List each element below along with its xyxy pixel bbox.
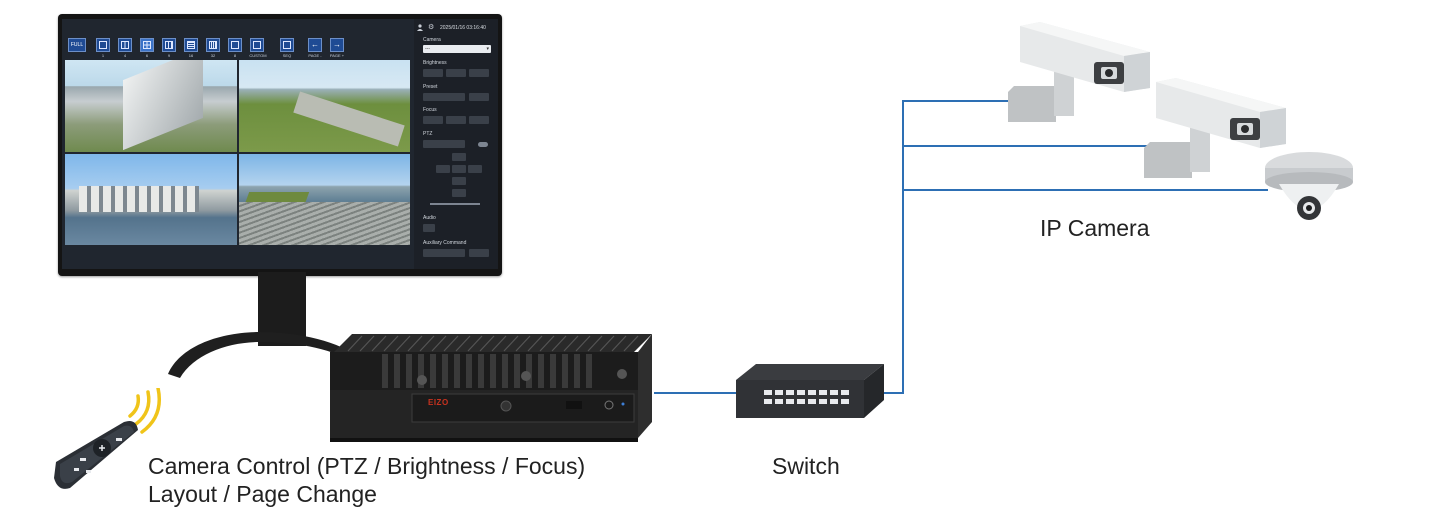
layout-4-label: 4 (123, 53, 127, 58)
layout-8-button[interactable] (228, 38, 242, 52)
layout-1-button[interactable] (96, 38, 110, 52)
aux-command-select[interactable] (423, 249, 465, 257)
bullet-camera-2 (1144, 78, 1286, 178)
zoom-slider[interactable] (430, 203, 480, 205)
layout-toolbar: FULL 1 4 6 9 16 32 8 CUSTOM SEQ ← PAGE -… (62, 19, 412, 59)
layout-8-label: 8 (233, 53, 237, 58)
brightness-minus-button[interactable] (423, 69, 443, 77)
camera-view-1[interactable] (65, 60, 237, 152)
gear-icon[interactable]: ⚙ (428, 24, 435, 31)
camera-select[interactable]: --- ▾ (423, 45, 491, 53)
page-prev-label: PAGE - (308, 53, 322, 58)
building-wall (123, 60, 203, 151)
dome-camera (1265, 152, 1353, 220)
aux-command-label: Auxiliary Command (423, 240, 467, 246)
ptz-zoom-button[interactable] (452, 189, 466, 197)
ptz-right-button[interactable] (468, 165, 482, 173)
ptz-up-button[interactable] (452, 153, 466, 161)
full-screen-button[interactable]: FULL (68, 38, 86, 52)
brightness-plus-button[interactable] (469, 69, 489, 77)
layout-32-label: 32 (210, 53, 216, 58)
remote-control (54, 388, 161, 489)
audio-label: Audio (423, 215, 436, 221)
user-icon (417, 24, 423, 31)
arrow-right-icon: → (333, 40, 341, 49)
ptz-speed-select[interactable] (423, 140, 465, 148)
camera-view-2[interactable] (238, 60, 410, 152)
speaker-icon[interactable] (423, 224, 435, 232)
ptz-toggle[interactable] (478, 142, 488, 147)
control-functions-line2: Layout / Page Change (148, 481, 377, 507)
layout-6-button[interactable] (140, 38, 154, 52)
ptz-label: PTZ (423, 131, 433, 137)
focus-auto-button[interactable] (446, 116, 466, 124)
page-next-button[interactable]: → (330, 38, 344, 52)
embankment-steps (238, 201, 410, 245)
control-functions-line1: Camera Control (PTZ / Brightness / Focus… (148, 453, 586, 479)
monitor-stand-base (168, 332, 360, 378)
layout-custom-icon (253, 41, 261, 49)
ptz-left-button[interactable] (436, 165, 450, 173)
layout-32-icon (209, 41, 217, 49)
layout-9-button[interactable] (162, 38, 176, 52)
sequence-icon (283, 41, 291, 49)
layout-1-icon (99, 41, 107, 49)
camera-select-value: --- (425, 46, 430, 52)
walkway (292, 91, 405, 147)
layout-8-icon (231, 41, 239, 49)
brightness-reset-button[interactable] (446, 69, 466, 77)
layout-16-label: 16 (188, 53, 194, 58)
eizo-logo: EIZO (428, 398, 449, 407)
monitor-screen: FULL 1 4 6 9 16 32 8 CUSTOM SEQ ← PAGE -… (62, 19, 498, 269)
layout-9-icon (165, 41, 173, 49)
cable-switch-to-camera-1 (884, 100, 1012, 394)
network-switch (736, 364, 884, 418)
focus-far-button[interactable] (469, 116, 489, 124)
layout-32-button[interactable] (206, 38, 220, 52)
layout-4-button[interactable] (118, 38, 132, 52)
signal-waves-icon (128, 388, 161, 434)
bullet-camera-1 (1008, 22, 1150, 122)
focus-label: Focus (423, 107, 437, 113)
camera-view-4[interactable] (238, 153, 410, 245)
preset-go-button[interactable] (469, 93, 489, 101)
layout-1-label: 1 (101, 53, 105, 58)
ip-camera-label: IP Camera (1040, 215, 1150, 241)
sequence-label: SEQ (282, 53, 292, 58)
camera-label: Camera (423, 37, 441, 43)
page-prev-button[interactable]: ← (308, 38, 322, 52)
datetime-display: 2025/01/16 03:16:40 (440, 25, 486, 31)
layout-6-label: 6 (145, 53, 149, 58)
page-next-label: PAGE + (329, 53, 345, 58)
sequence-button[interactable] (280, 38, 294, 52)
aux-command-send-button[interactable] (469, 249, 489, 257)
layout-16-button[interactable] (184, 38, 198, 52)
brightness-label: Brightness (423, 60, 447, 66)
chevron-down-icon: ▾ (486, 46, 489, 52)
monitor: FULL 1 4 6 9 16 32 8 CUSTOM SEQ ← PAGE -… (58, 14, 502, 276)
focus-near-button[interactable] (423, 116, 443, 124)
layout-custom-label: CUSTOM (249, 53, 267, 58)
preset-label: Preset (423, 84, 438, 90)
preset-select[interactable] (423, 93, 465, 101)
box-pc (330, 334, 652, 442)
arrow-left-icon: ← (311, 40, 319, 49)
control-panel: ⚙ 2025/01/16 03:16:40 Camera --- ▾ Brigh… (414, 19, 498, 269)
layout-16-icon (187, 41, 195, 49)
layout-custom-button[interactable] (250, 38, 264, 52)
layout-9-label: 9 (167, 53, 171, 58)
switch-label: Switch (772, 453, 840, 479)
layout-6-icon (143, 41, 151, 49)
camera-view-3[interactable] (65, 153, 237, 245)
ptz-home-button[interactable] (452, 165, 466, 173)
camera-grid (65, 60, 410, 245)
floodgate (79, 185, 199, 212)
ptz-down-button[interactable] (452, 177, 466, 185)
layout-4-icon (121, 41, 129, 49)
